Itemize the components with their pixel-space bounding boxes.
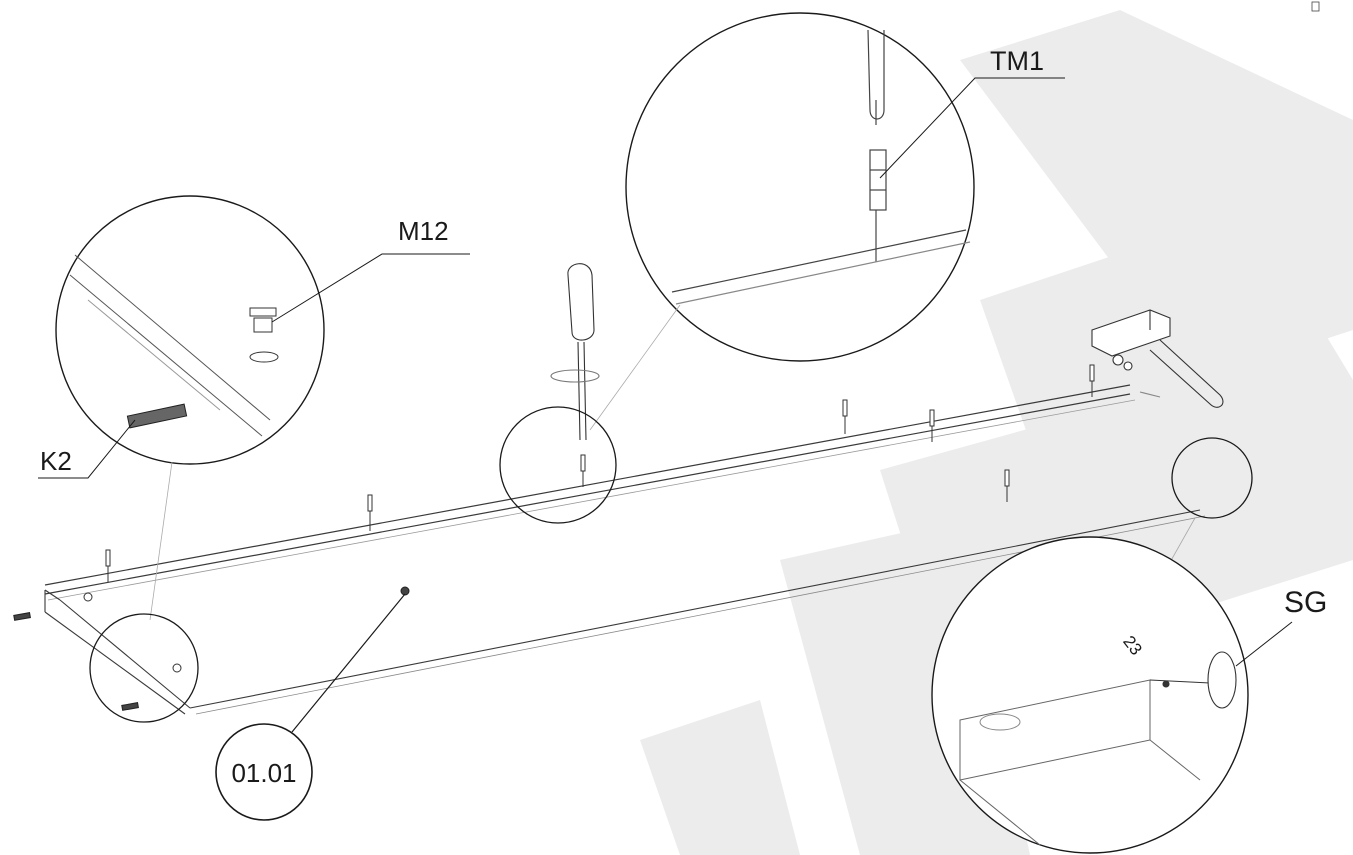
dowels bbox=[13, 586, 410, 711]
screw-head bbox=[83, 592, 93, 602]
label-sg: SG bbox=[1284, 586, 1327, 619]
detail-marker-center bbox=[499, 406, 617, 524]
page-corner-mark bbox=[1311, 1, 1320, 12]
leader-m12 bbox=[271, 253, 470, 323]
screw bbox=[1004, 469, 1010, 502]
detail-connector-left bbox=[149, 461, 173, 621]
leader-k2 bbox=[38, 419, 136, 479]
label-tm1: TM1 bbox=[990, 46, 1044, 76]
detail-marker-right bbox=[1171, 437, 1253, 519]
detail-circle-tm1: TM1 bbox=[625, 12, 1065, 362]
upper-rail bbox=[44, 384, 1136, 601]
screw bbox=[105, 549, 111, 582]
detail-circle-sg: 23 SG bbox=[931, 536, 1327, 854]
detail-connector-tm1 bbox=[589, 304, 681, 431]
screws bbox=[83, 364, 1095, 602]
screwdriver-icon bbox=[550, 263, 600, 441]
label-m12: M12 bbox=[398, 216, 449, 246]
label-part-number: 01.01 bbox=[231, 758, 296, 788]
screw bbox=[580, 454, 586, 487]
handle-bracket bbox=[1091, 309, 1224, 408]
label-k2: K2 bbox=[40, 446, 72, 476]
screw bbox=[367, 494, 373, 531]
part-callout-0101: 01.01 bbox=[215, 593, 406, 821]
screw bbox=[842, 399, 848, 434]
leader-0101 bbox=[291, 593, 406, 733]
leader-tm1 bbox=[879, 77, 1065, 179]
screw bbox=[929, 409, 935, 442]
detail-marker-left bbox=[89, 613, 199, 723]
screw bbox=[1089, 364, 1095, 397]
leader-sg bbox=[1235, 621, 1293, 667]
detail-circle-m12-k2: M12 K2 bbox=[38, 195, 470, 479]
